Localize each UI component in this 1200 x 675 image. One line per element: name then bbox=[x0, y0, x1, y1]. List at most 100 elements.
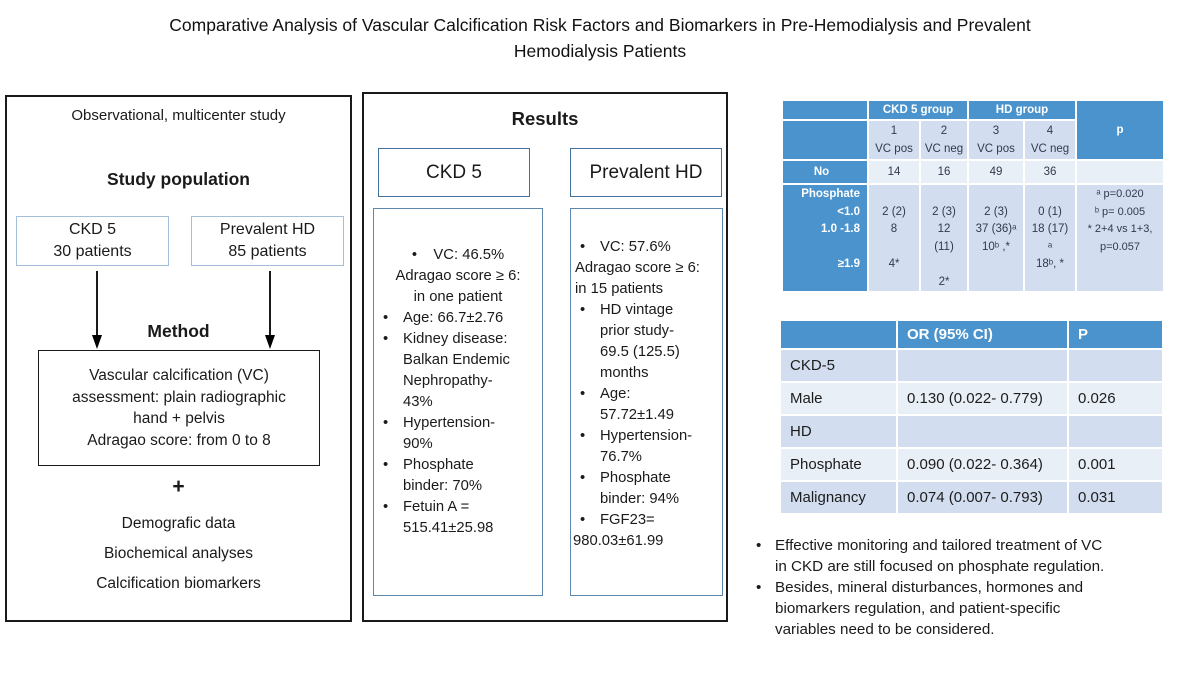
fgf23-value: 980.03±61.99 bbox=[573, 533, 664, 549]
table-row: Malignancy 0.074 (0.007- 0.793) 0.031 bbox=[781, 482, 1162, 513]
ckd5-lead-item: • VC: 46.5% Adragao score ≥ 6: in one pa… bbox=[395, 247, 521, 305]
conclusions: • Effective monitoring and tailored trea… bbox=[742, 535, 1198, 640]
cell: 0.074 (0.007- 0.793) bbox=[898, 482, 1067, 513]
list-item: •VC: 57.6% bbox=[571, 237, 722, 258]
table-row: Phosphate <1.0 1.0 -1.8 ≥1.9 2 (2) 8 4* … bbox=[783, 185, 1163, 291]
cell: 0.026 bbox=[1069, 383, 1162, 414]
p-header: P bbox=[1069, 321, 1162, 348]
results-ckd5-header-box: CKD 5 bbox=[378, 148, 530, 197]
list-item: •Hypertension- 76.7% bbox=[571, 426, 722, 468]
bullet-icon: • bbox=[383, 499, 389, 515]
cell: 0 (1) 18 (17) ᵃ 18ᵇ, * bbox=[1025, 185, 1075, 291]
ckd5-group-box: CKD 5 30 patients bbox=[16, 216, 169, 266]
p-values-note: ᵃ p=0.020 ᵇ p= 0.005 * 2+4 vs 1+3, p=0.0… bbox=[1077, 185, 1163, 291]
extra-data-item: Calcification biomarkers bbox=[96, 575, 261, 592]
list-item: •HD vintage prior study- 69.5 (125.5) mo… bbox=[571, 300, 722, 384]
cell: 0.090 (0.022- 0.364) bbox=[898, 449, 1067, 480]
list-item: •Phosphate binder: 70% bbox=[374, 455, 542, 497]
hd-group-header: HD group bbox=[969, 101, 1075, 119]
table-header-row: CKD 5 group HD group p bbox=[783, 101, 1163, 159]
results-panel: Results CKD 5 Prevalent HD • VC: 46.5% A… bbox=[362, 92, 728, 622]
row-label: CKD-5 bbox=[781, 350, 896, 381]
bullet-icon: • bbox=[580, 302, 586, 318]
cell bbox=[1077, 161, 1163, 183]
or-header: OR (95% CI) bbox=[898, 321, 1067, 348]
cell: 0.001 bbox=[1069, 449, 1162, 480]
corner-cell bbox=[781, 321, 896, 348]
cell: 16 bbox=[921, 161, 967, 183]
odds-ratio-table: OR (95% CI) P CKD-5 Male 0.130 (0.022- 0… bbox=[779, 319, 1164, 515]
extra-data-item: Demografic data bbox=[121, 515, 236, 532]
bullet-icon: • bbox=[580, 239, 586, 255]
prevalent-hd-group-box: Prevalent HD 85 patients bbox=[191, 216, 344, 266]
ckd5-results-box: • VC: 46.5% Adragao score ≥ 6: in one pa… bbox=[373, 208, 543, 596]
row-label: HD bbox=[781, 416, 896, 447]
row-label: No bbox=[783, 161, 867, 183]
table-header-row: OR (95% CI) P bbox=[781, 321, 1162, 348]
bullet-icon: • bbox=[580, 386, 586, 402]
bullet-icon: • bbox=[383, 457, 389, 473]
poster-title: Comparative Analysis of Vascular Calcifi… bbox=[169, 15, 1031, 61]
col-header: 1 VC pos bbox=[869, 121, 919, 159]
prevalent-hd-results-box: •VC: 57.6% Adragao score ≥ 6: in 15 pati… bbox=[570, 208, 723, 596]
extra-data-item: Biochemical analyses bbox=[103, 545, 254, 562]
row-label: Phosphate <1.0 1.0 -1.8 ≥1.9 bbox=[783, 185, 867, 291]
col-header: 2 VC neg bbox=[921, 121, 967, 159]
list-item: •Age: 57.72±1.49 bbox=[571, 384, 722, 426]
col-header: 3 VC pos bbox=[969, 121, 1023, 159]
bullet-icon: • bbox=[756, 537, 762, 554]
plus-sign: + bbox=[172, 475, 185, 498]
study-design-panel: Observational, multicenter study Study p… bbox=[5, 95, 352, 622]
list-item: •Hypertension- 90% bbox=[374, 413, 542, 455]
cell: 36 bbox=[1025, 161, 1075, 183]
list-item: •FGF23= bbox=[571, 510, 722, 531]
study-population-heading: Study population bbox=[107, 169, 250, 189]
results-heading: Results bbox=[511, 108, 579, 129]
bullet-icon: • bbox=[383, 331, 389, 347]
cell: 2 (3) 37 (36)ᵃ 10ᵇ ,* bbox=[969, 185, 1023, 291]
row-label: Male bbox=[781, 383, 896, 414]
list-item: •Age: 66.7±2.76 bbox=[374, 308, 542, 329]
lead-continuation: Adragao score ≥ 6: in 15 patients bbox=[575, 260, 700, 297]
cell bbox=[1069, 416, 1162, 447]
down-arrow-icon bbox=[92, 271, 102, 349]
method-box: Vascular calcification (VC) assessment: … bbox=[38, 350, 320, 466]
cell: 0.130 (0.022- 0.779) bbox=[898, 383, 1067, 414]
ckd5-group-header: CKD 5 group bbox=[869, 101, 967, 119]
conclusion-item: • Besides, mineral disturbances, hormone… bbox=[742, 577, 1198, 640]
cell: 2 (3) 12 (11) 2* bbox=[921, 185, 967, 291]
corner-cell bbox=[783, 121, 867, 159]
bullet-icon: • bbox=[383, 415, 389, 431]
list-item: •Kidney disease: Balkan Endemic Nephropa… bbox=[374, 329, 542, 413]
bullet-icon: • bbox=[756, 579, 762, 596]
col-header: 4 VC neg bbox=[1025, 121, 1075, 159]
table-row: Phosphate 0.090 (0.022- 0.364) 0.001 bbox=[781, 449, 1162, 480]
phosphate-table: CKD 5 group HD group p 1 VC pos 2 VC neg… bbox=[781, 99, 1165, 293]
cell bbox=[1069, 350, 1162, 381]
cell bbox=[898, 416, 1067, 447]
bullet-icon: • bbox=[383, 310, 389, 326]
row-label: Malignancy bbox=[781, 482, 896, 513]
table-row: CKD-5 bbox=[781, 350, 1162, 381]
down-arrow-icon bbox=[265, 271, 275, 349]
study-type-text: Observational, multicenter study bbox=[71, 107, 286, 124]
list-item: •Phosphate binder: 94% bbox=[571, 468, 722, 510]
bullet-icon: • bbox=[580, 512, 586, 528]
cell bbox=[898, 350, 1067, 381]
method-heading: Method bbox=[147, 321, 210, 341]
cell: 2 (2) 8 4* bbox=[869, 185, 919, 291]
row-label: Phosphate bbox=[781, 449, 896, 480]
cell: 0.031 bbox=[1069, 482, 1162, 513]
bullet-icon: • bbox=[580, 470, 586, 486]
cell: 14 bbox=[869, 161, 919, 183]
bullet-icon: • bbox=[580, 428, 586, 444]
table-row: Male 0.130 (0.022- 0.779) 0.026 bbox=[781, 383, 1162, 414]
cell: 49 bbox=[969, 161, 1023, 183]
results-prevalent-hd-header-box: Prevalent HD bbox=[570, 148, 722, 197]
p-column-header: p bbox=[1077, 101, 1163, 159]
table-subheader-row: 1 VC pos 2 VC neg 3 VC pos 4 VC neg bbox=[783, 121, 1163, 159]
table-row: No 14 16 49 36 bbox=[783, 161, 1163, 183]
corner-cell bbox=[783, 101, 867, 119]
conclusion-item: • Effective monitoring and tailored trea… bbox=[742, 535, 1198, 577]
